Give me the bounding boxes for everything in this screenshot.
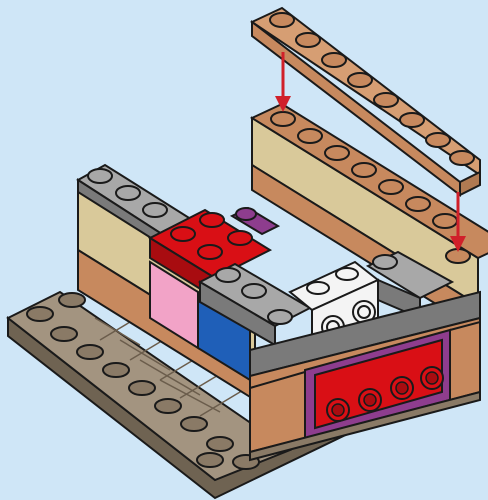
lego-scene-svg bbox=[0, 0, 488, 500]
build-step-illustration bbox=[0, 0, 488, 500]
